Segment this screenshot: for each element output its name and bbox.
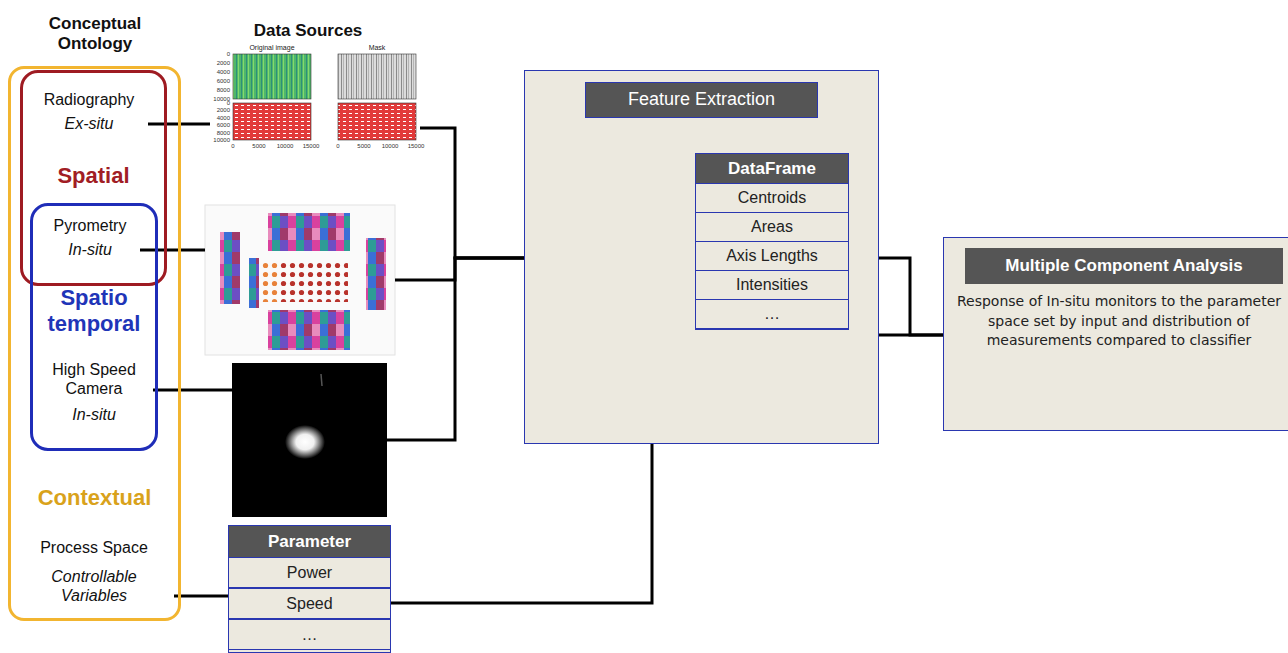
source-name: High Speed Camera <box>35 357 153 401</box>
axis-tick: 4000 <box>204 114 230 122</box>
ontology-group: Conceptual OntologyContextualSpatialRadi… <box>8 66 181 621</box>
panel-title: Original image <box>233 44 311 52</box>
connector-line <box>140 249 205 252</box>
table-row: Axis Lengths <box>695 241 849 271</box>
process-box: Feature ExtractionDataFrameCentroidsArea… <box>524 70 879 444</box>
group-label: Contextual <box>11 483 178 513</box>
panel-title: Mask <box>338 44 416 52</box>
axis-tick: 15000 <box>296 142 326 150</box>
pyrometry-image <box>205 205 395 355</box>
table-row: Areas <box>695 212 849 242</box>
box-body: Response of In-situ monitors to the para… <box>956 292 1282 402</box>
process-box: Multiple Component AnalysisResponse of I… <box>943 237 1288 431</box>
axis-tick: 10000 <box>204 95 230 103</box>
table-row: Intensities <box>695 270 849 300</box>
parameter-table: ParameterPowerSpeed… <box>228 525 391 653</box>
axis-tick: 6000 <box>204 77 230 85</box>
camera-image <box>232 363 387 517</box>
radiography-image <box>233 54 416 140</box>
connector-line <box>395 258 524 280</box>
source-name: Radiography <box>30 88 148 112</box>
axis-tick: 6000 <box>204 121 230 129</box>
table-row: Speed <box>228 588 391 619</box>
connector-line <box>153 389 232 392</box>
axis-tick: 10000 <box>375 142 405 150</box>
axis-tick: 0 <box>323 142 353 150</box>
axis-tick: 5000 <box>349 142 379 150</box>
cell-text: Power <box>229 558 390 587</box>
pyrometry-image <box>205 205 395 355</box>
table-header: DataFrame <box>696 154 848 184</box>
axis-tick: 2000 <box>204 106 230 114</box>
source-mode: Controllable Variables <box>39 562 149 610</box>
table-row: … <box>695 299 849 329</box>
column-heading: Data Sources <box>238 20 378 42</box>
axis-tick: 0 <box>204 50 230 58</box>
box-heading: Feature Extraction <box>585 82 818 118</box>
source-label: Process SpaceControllable Variables <box>14 536 174 616</box>
cell-text: Axis Lengths <box>696 242 848 270</box>
high-speed-frame <box>232 363 387 517</box>
cell-text: Centroids <box>696 184 848 212</box>
box-heading: Multiple Component Analysis <box>965 248 1283 284</box>
table-header: Parameter <box>229 526 390 558</box>
cell-text: Intensities <box>696 271 848 299</box>
radiography-image: Original image Mask <box>210 42 420 152</box>
group-heading: Conceptual Ontology <box>25 11 165 57</box>
axis-tick: 10000 <box>270 142 300 150</box>
table-row: Power <box>228 557 391 588</box>
axis-tick: 10000 <box>204 136 230 144</box>
source-mode: In-situ <box>35 403 153 427</box>
table-row: Centroids <box>695 183 849 213</box>
cell-text: Areas <box>696 213 848 241</box>
source-name: Process Space <box>14 536 174 560</box>
feature-image <box>560 292 675 405</box>
source-mode: In-situ <box>40 238 140 262</box>
cell-text: … <box>696 300 848 328</box>
axis-tick: 0 <box>218 142 248 150</box>
cell-text: Speed <box>229 589 390 618</box>
axis-tick: 8000 <box>204 129 230 137</box>
axis-tick: 15000 <box>401 142 431 150</box>
connector-line <box>420 128 524 258</box>
axis-tick: 2000 <box>204 59 230 67</box>
group-label: Spatio temporal <box>33 282 155 340</box>
dataframe-table: DataFrameCentroidsAreasAxis LengthsInten… <box>695 153 849 330</box>
source-label: PyrometryIn-situ <box>40 214 140 262</box>
axis-tick: 8000 <box>204 86 230 94</box>
axis-tick: 0 <box>204 99 230 107</box>
source-mode: Ex-situ <box>30 112 148 136</box>
axis-tick: 4000 <box>204 68 230 76</box>
table-row: … <box>228 619 391 650</box>
source-label: RadiographyEx-situ <box>30 88 148 138</box>
connector-line <box>174 595 228 598</box>
cell-text: … <box>229 620 390 649</box>
connector-line <box>387 258 524 440</box>
spatiotemporal-group: Spatio temporalPyrometryIn-situHigh Spee… <box>30 203 158 451</box>
axis-tick: 5000 <box>244 142 274 150</box>
source-name: Pyrometry <box>40 214 140 238</box>
source-label: High Speed CameraIn-situ <box>35 357 153 427</box>
group-label: Spatial <box>23 161 164 191</box>
